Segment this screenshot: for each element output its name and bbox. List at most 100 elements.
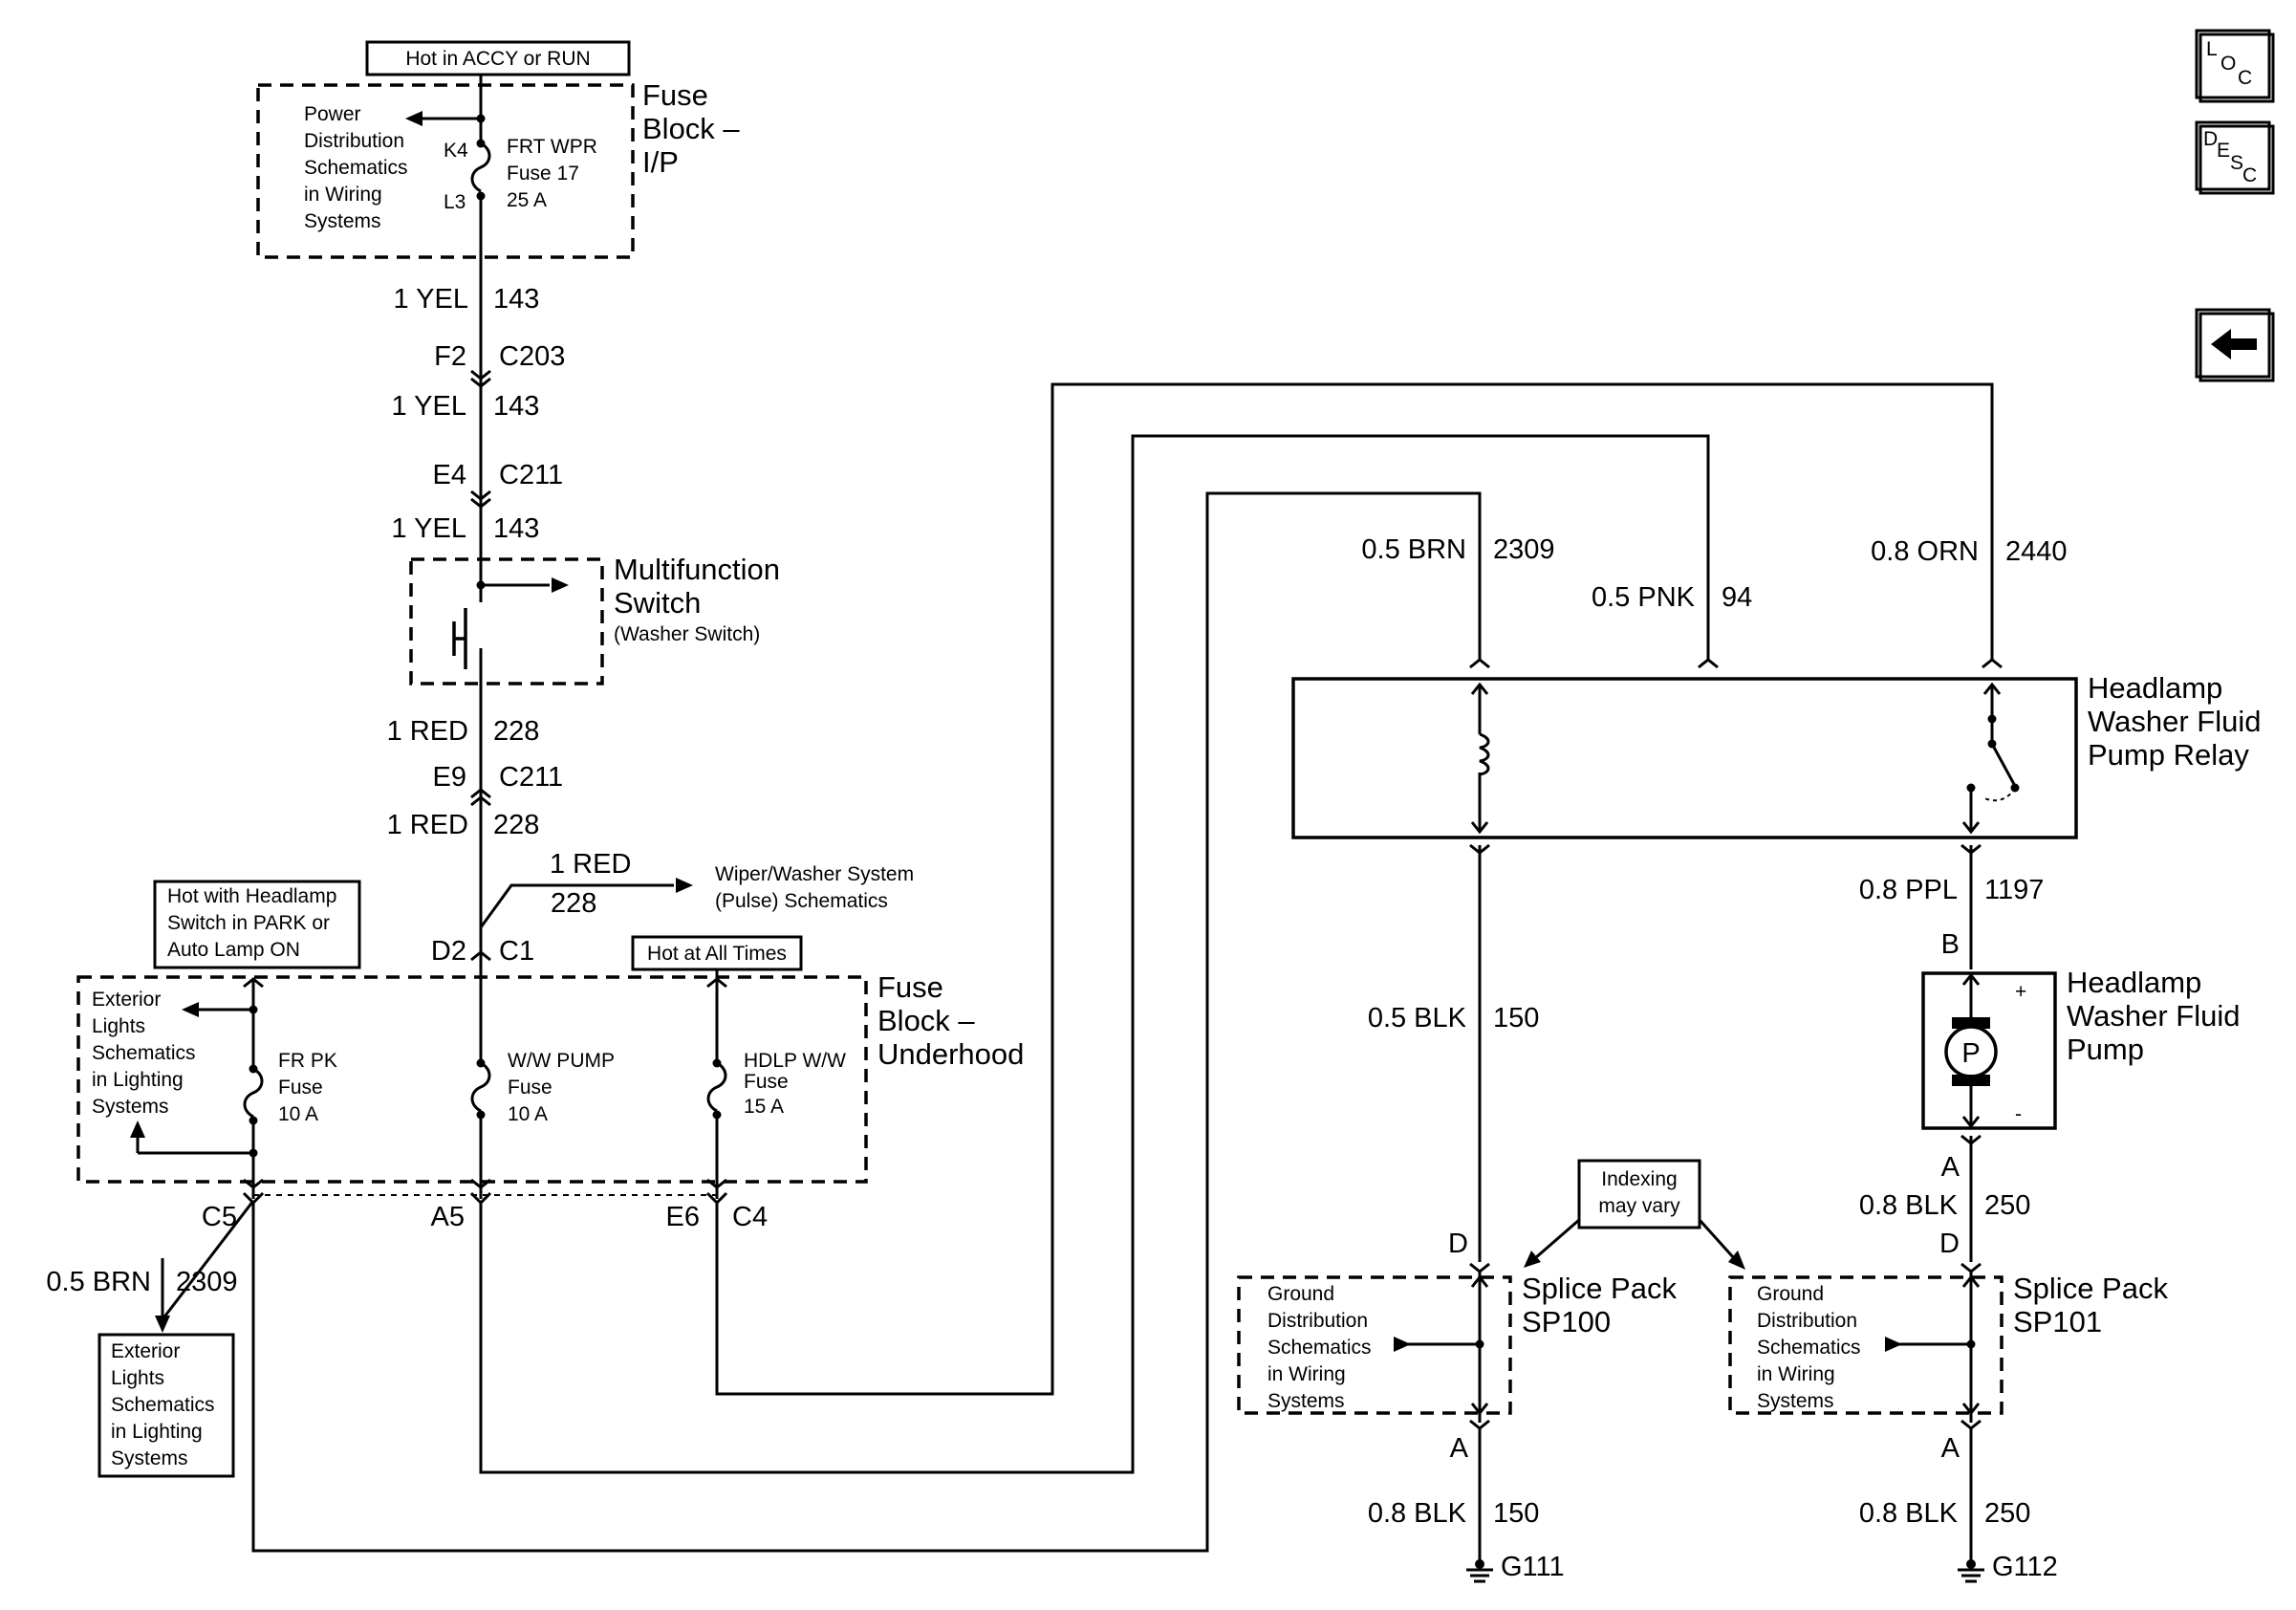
brn-gauge: 0.5 BRN [1361,534,1466,565]
indexing-left-arrow-icon [1524,1251,1541,1268]
ext-upper-arrow-icon [182,1002,199,1017]
pds-line-1: Power [304,103,361,125]
ppl-circuit: 1197 [1984,875,2044,905]
ww-line-1: W/W PUMP [508,1050,615,1072]
c211b-label: C211 [499,762,563,793]
ext-box-line-2: Lights [111,1367,164,1389]
sp101-gd-2: Distribution [1757,1310,1857,1332]
a5-label: A5 [431,1202,465,1232]
f2-label: F2 [434,341,466,372]
e6-label: E6 [666,1202,700,1232]
wiper-line-2: (Pulse) Schematics [715,890,888,912]
hot-all-times-box [631,935,803,971]
l3-label: L3 [444,191,466,213]
d-sp101-label: D [1939,1229,1960,1259]
switch-name-2: Switch [614,586,701,620]
loc-button[interactable]: L O C [2195,29,2275,103]
ext-box-line-4: in Lighting [111,1421,203,1443]
c203-label: C203 [499,341,565,372]
pump-minus: - [2015,1103,2022,1125]
relay-switch-icon [1990,743,2017,787]
g111-gauge: 0.8 BLK [1368,1498,1467,1529]
hot-all-times-label: Hot at All Times [647,943,787,965]
hot-headlamp-line-3: Auto Lamp ON [167,939,300,961]
wiper-arrow-icon [676,878,693,893]
sp100-gd-4: in Wiring [1267,1363,1346,1385]
c203-connector-icon [470,369,491,388]
g111-circuit: 150 [1493,1498,1539,1529]
desc-button[interactable]: D E S C [2195,120,2275,195]
relay-name-2: Washer Fluid [2088,705,2261,738]
sp100-arrow-icon [1394,1337,1411,1352]
relay-name-1: Headlamp [2088,671,2222,705]
c211-connector-icon [470,490,491,509]
multifunction-switch-box [409,557,604,685]
c1-connector-icon [470,950,491,962]
indexing-line-2: may vary [1598,1195,1680,1217]
yel3-gauge: 1 YEL [392,513,466,544]
sp100-gd-3: Schematics [1267,1337,1372,1359]
g112-circuit: 250 [1984,1498,2030,1529]
hdlp-line-1: HDLP W/W [744,1050,846,1072]
desc-e-text: E [2217,140,2230,162]
c5-label: C5 [202,1202,237,1232]
pump-symbol: P [1961,1038,1980,1069]
hot-headlamp-line-2: Switch in PARK or [167,912,330,934]
e4-label: E4 [433,460,466,490]
pds-line-4: in Wiring [304,184,382,206]
frpk-line-1: FR PK [278,1050,337,1072]
underhood-title-3: Underhood [877,1037,1024,1071]
c1-label: C1 [499,936,534,967]
c211b-connector-icon [470,788,491,807]
blk250-gauge: 0.8 BLK [1859,1190,1959,1221]
g112-gauge: 0.8 BLK [1859,1498,1959,1529]
relay-coil-icon [1479,732,1490,776]
loc-l-text: L [2206,38,2218,60]
pump-name-2: Washer Fluid [2067,999,2240,1033]
frpk-line-2: Fuse [278,1077,323,1099]
desc-d-text: D [2203,128,2218,150]
indexing-box [1577,1159,1701,1229]
desc-c-text: C [2242,164,2257,186]
blk150-gauge: 0.5 BLK [1368,1003,1467,1033]
sp100-name-2: SP100 [1522,1305,1611,1338]
loc-c-text: C [2238,67,2252,89]
brn-left-gauge: 0.5 BRN [46,1267,151,1297]
yel1-circuit: 143 [493,284,539,315]
fuse-block-ip-title-2: Block – [642,112,740,145]
red2-gauge: 1 RED [387,810,468,840]
wiper-branch-wire [479,883,674,928]
d2-label: D2 [431,936,466,967]
sp101-gd-5: Systems [1757,1390,1834,1412]
frt-wpr-line-3: 25 A [507,189,547,211]
hot-accy-run-label: Hot in ACCY or RUN [405,48,590,70]
red1-circuit: 228 [493,716,539,747]
ww-line-2: Fuse [508,1077,552,1099]
back-button[interactable] [2195,308,2275,382]
pnk-gauge: 0.5 PNK [1592,582,1696,613]
indexing-line-1: Indexing [1601,1168,1677,1190]
frt-wpr-line-1: FRT WPR [507,136,597,158]
yel2-gauge: 1 YEL [392,391,466,422]
hdlp-line-3: 15 A [744,1096,784,1118]
c4-label: C4 [732,1202,768,1232]
yel2-circuit: 143 [493,391,539,422]
sp100-gd-2: Distribution [1267,1310,1368,1332]
sp100-gd-5: Systems [1267,1390,1345,1412]
sp100-gd-1: Ground [1267,1283,1334,1305]
pnk-circuit: 94 [1722,582,1752,613]
g112-label: G112 [1992,1552,2058,1582]
ext-lights-box [97,1333,235,1478]
ppl-gauge: 0.8 PPL [1859,875,1958,905]
underhood-title-1: Fuse [877,970,943,1004]
pds-line-2: Distribution [304,130,404,152]
ww-line-3: 10 A [508,1103,548,1125]
red2-circuit: 228 [493,810,539,840]
a-pump-label: A [1941,1152,1960,1183]
left-arrow-icon [2211,329,2257,359]
pds-line-5: Systems [304,210,381,232]
pump-name-1: Headlamp [2067,966,2201,999]
ext-box-line-1: Exterior [111,1340,180,1362]
g111-label: G111 [1501,1552,1565,1582]
